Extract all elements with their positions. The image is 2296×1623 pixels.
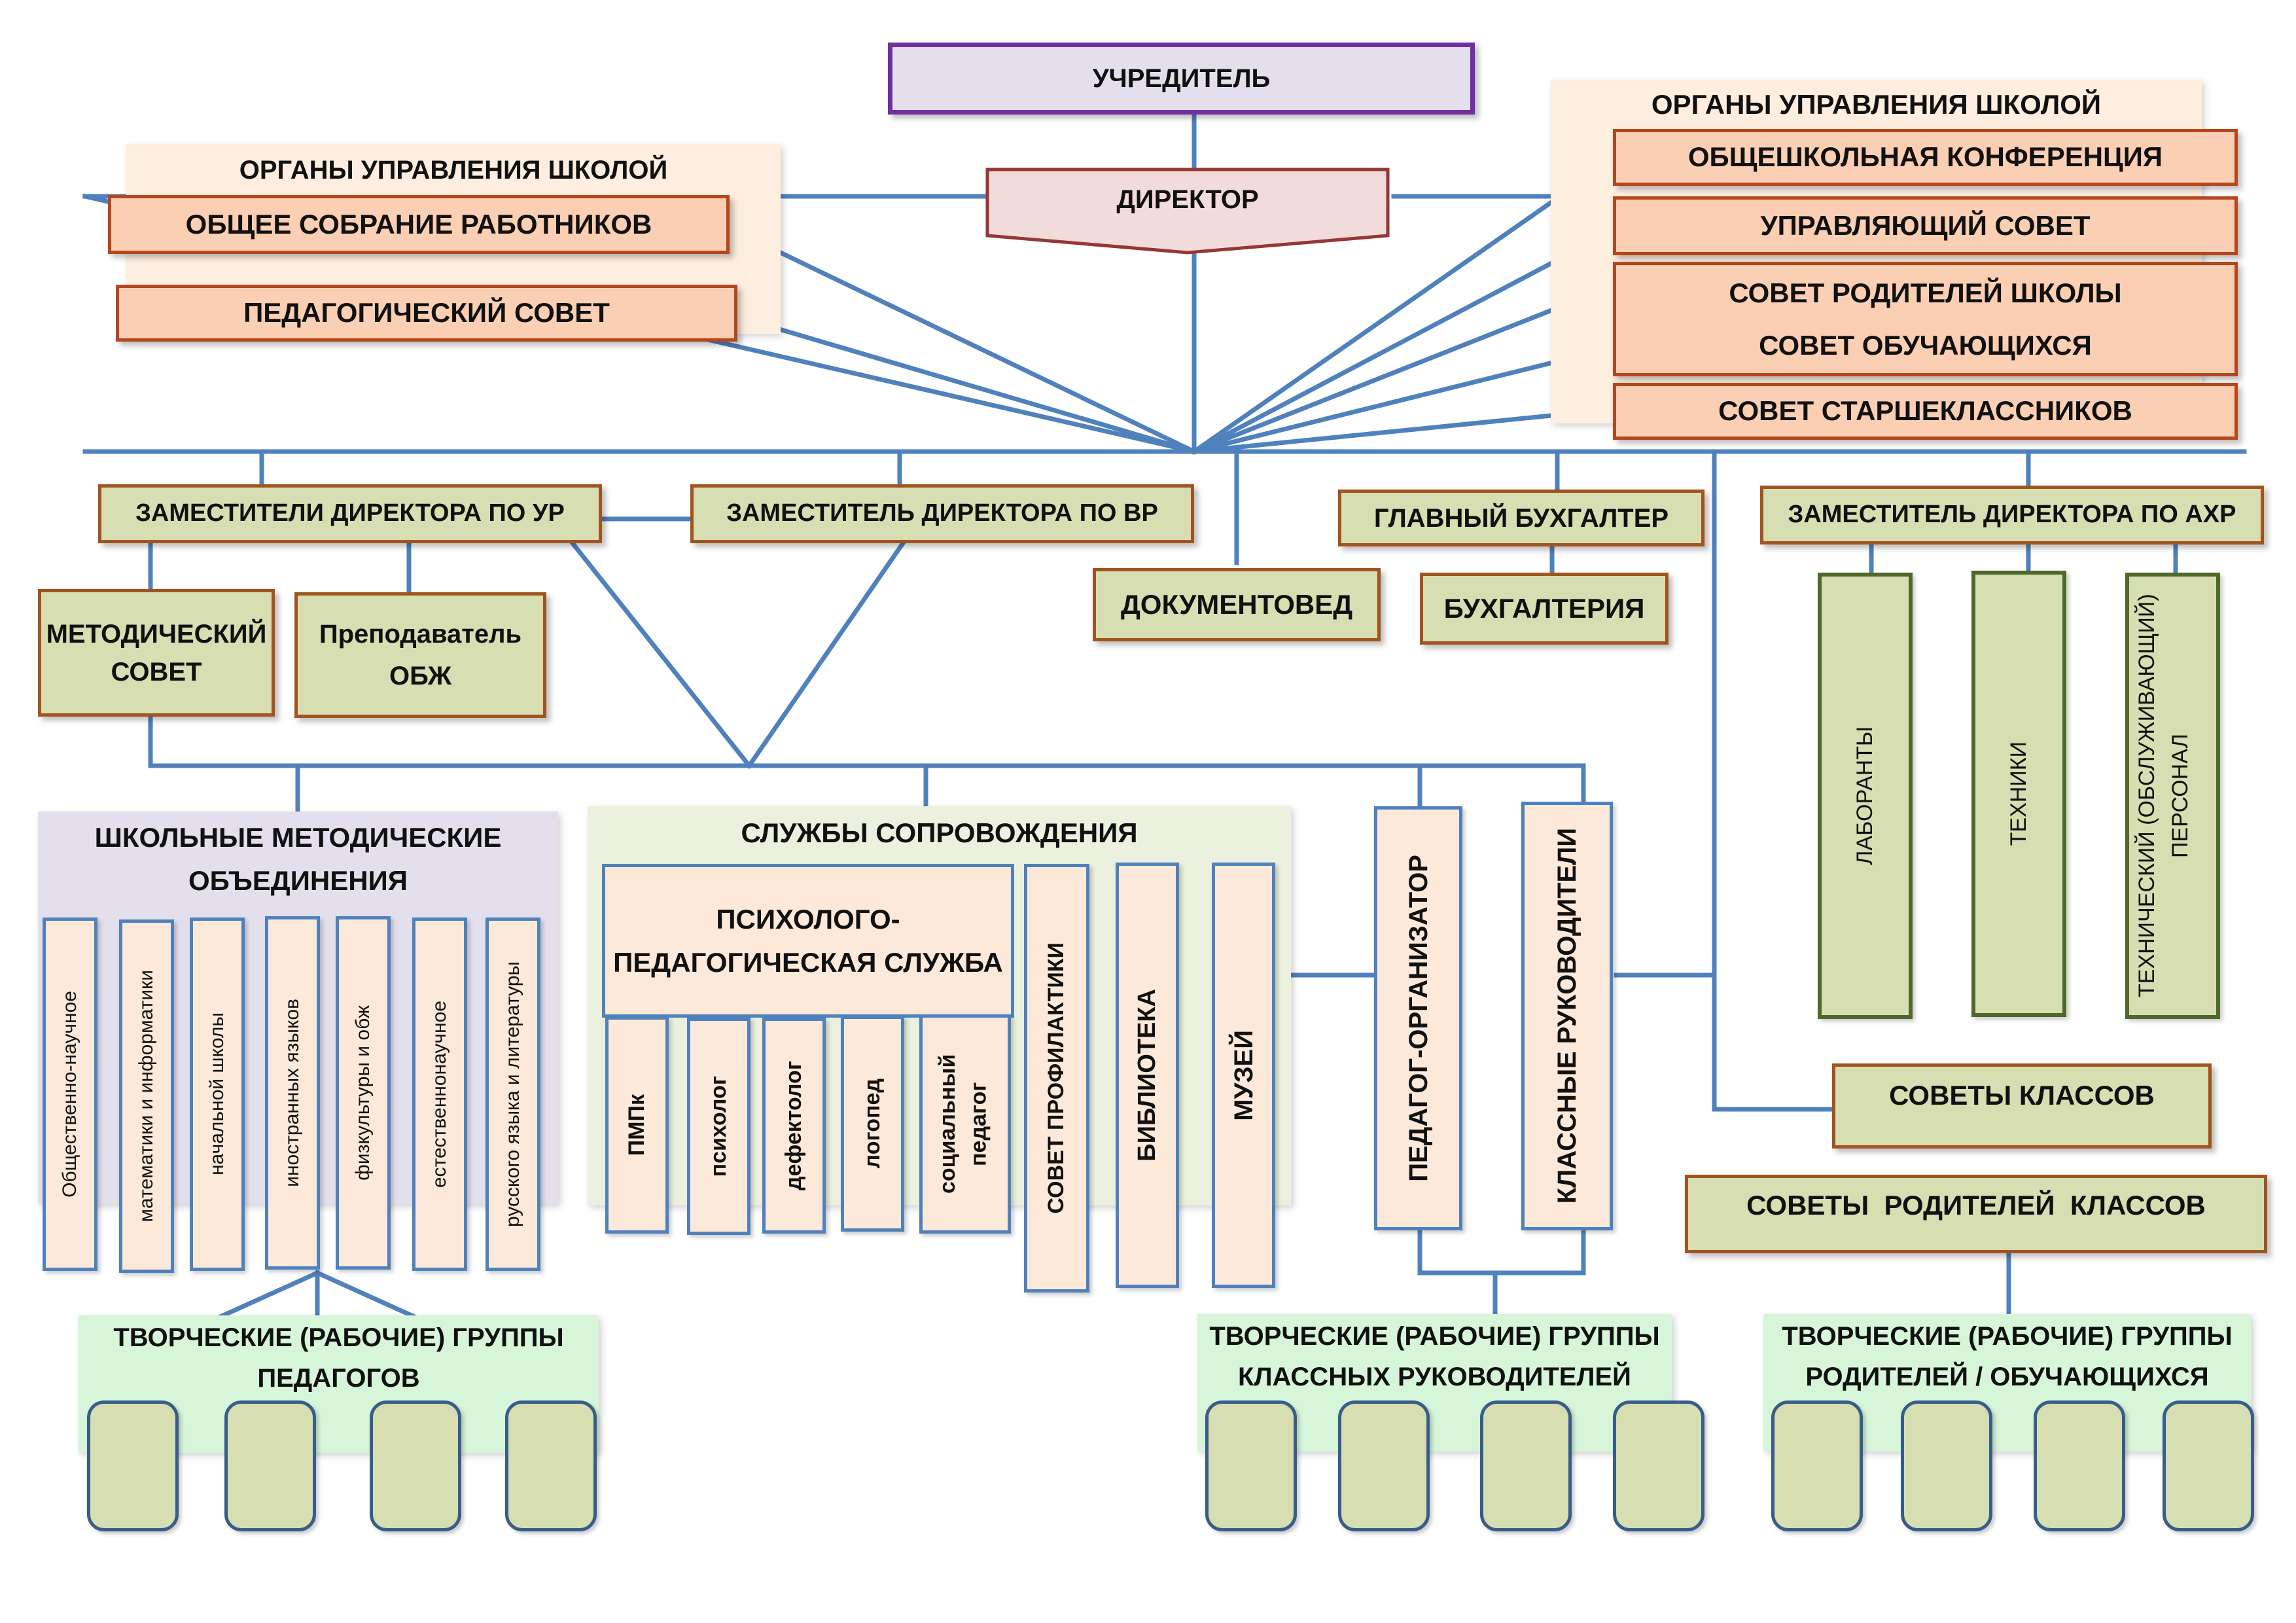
teacher-group-slot — [224, 1400, 316, 1531]
class-teachers-label: КЛАССНЫЕ РУКОВОДИТЕЛИ — [1553, 828, 1581, 1204]
governing-council-box: УПРАВЛЯЮЩИЙ СОВЕТ — [1613, 196, 2238, 255]
library-box: БИБЛИОТЕКА — [1116, 863, 1179, 1288]
mo-natural-science-label: естественнонаучное — [428, 1000, 450, 1188]
class-teacher-groups-line2: КЛАССНЫХ РУКОВОДИТЕЛЕЙ — [1238, 1362, 1631, 1391]
parent-student-groups-title: ТВОРЧЕСКИЕ (РАБОЧИЕ) ГРУППЫ РОДИТЕЛЕЙ / … — [1763, 1315, 2251, 1397]
parent-student-group-slot — [1771, 1400, 1863, 1531]
defectologist-box: дефектолог — [762, 1018, 826, 1234]
class-teacher-groups-title: ТВОРЧЕСКИЕ (РАБОЧИЕ) ГРУППЫ КЛАССНЫХ РУК… — [1197, 1315, 1672, 1397]
accounting-box: БУХГАЛТЕРИЯ — [1420, 573, 1669, 645]
lab-assistants-box: ЛАБОРАНТЫ — [1818, 573, 1913, 1019]
mo-russian-literature: русского языка и литературы — [486, 918, 540, 1271]
obzh-teacher-line2: ОБЖ — [389, 662, 452, 690]
teacher-group-slot — [370, 1400, 461, 1531]
psych-ped-service-line1: ПСИХОЛОГО- — [716, 904, 900, 935]
right-governance-title: ОРГАНЫ УПРАВЛЕНИЯ ШКОЛОЙ — [1651, 89, 2102, 120]
mo-pe-obzh-label: физкультуры и обж — [351, 1005, 374, 1181]
school-conference-box: ОБЩЕШКОЛЬНАЯ КОНФЕРЕНЦИЯ — [1613, 129, 2238, 186]
parent-student-group-slot — [1901, 1400, 1992, 1531]
prevention-council-box: СОВЕТ ПРОФИЛАКТИКИ — [1024, 864, 1089, 1293]
students-council-label: СОВЕТ ОБУЧАЮЩИХСЯ — [1759, 329, 2092, 361]
mo-foreign-languages-label: иностранных языков — [281, 999, 303, 1187]
methodical-council-line1: МЕТОДИЧЕСКИЙ — [46, 619, 267, 649]
pmpk-label: ПМПк — [624, 1094, 649, 1156]
museum-box: МУЗЕЙ — [1212, 863, 1275, 1288]
director-label: ДИРЕКТОР — [1116, 185, 1259, 214]
mo-natural-science: естественнонаучное — [412, 918, 467, 1271]
psych-ped-service-line2: ПЕДАГОГИЧЕСКАЯ СЛУЖБА — [613, 946, 1003, 978]
teacher-group-slot — [87, 1400, 179, 1531]
mo-primary-school: начальной школы — [190, 918, 245, 1271]
mo-math-informatics-label: математики и информатики — [135, 970, 157, 1222]
records-clerk-box: ДОКУМЕНТОВЕД — [1093, 568, 1381, 641]
deputy-vr-box: ЗАМЕСТИТЕЛЬ ДИРЕКТОРА ПО ВР — [690, 484, 1194, 543]
deputy-ur-box: ЗАМЕСТИТЕЛИ ДИРЕКТОРА ПО УР — [98, 484, 602, 543]
mo-social-science-label: Общественно-научное — [58, 991, 80, 1198]
mo-pe-obzh: физкультуры и обж — [336, 916, 391, 1270]
school-parents-council-label: СОВЕТ РОДИТЕЛЕЙ ШКОЛЫ — [1729, 277, 2122, 308]
class-teachers-box: КЛАССНЫЕ РУКОВОДИТЕЛИ — [1521, 802, 1613, 1230]
class-teacher-group-slot — [1613, 1400, 1704, 1531]
defectologist-label: дефектолог — [781, 1061, 806, 1190]
social-pedagogue-label: социальный педагог — [935, 1054, 991, 1194]
psych-ped-service-box: ПСИХОЛОГО- ПЕДАГОГИЧЕСКАЯ СЛУЖБА — [602, 864, 1014, 1018]
speech-therapist-box: логопед — [841, 1016, 904, 1232]
methodical-associations-title: ШКОЛЬНЫЕ МЕТОДИЧЕСКИЕ ОБЪЕДИНЕНИЯ — [38, 818, 558, 900]
technicians-box: ТЕХНИКИ — [1971, 571, 2066, 1017]
parent-student-groups-line1: ТВОРЧЕСКИЕ (РАБОЧИЕ) ГРУППЫ — [1782, 1321, 2233, 1351]
pedagogue-organizer-label: ПЕДАГОГ-ОРГАНИЗАТОР — [1404, 855, 1433, 1182]
pedagogue-organizer-box: ПЕДАГОГ-ОРГАНИЗАТОР — [1374, 806, 1462, 1230]
parent-student-groups-line2: РОДИТЕЛЕЙ / ОБУЧАЮЩИХСЯ — [1805, 1362, 2209, 1391]
class-teacher-groups-line1: ТВОРЧЕСКИЕ (РАБОЧИЕ) ГРУППЫ — [1209, 1321, 1660, 1351]
teacher-group-slot — [505, 1400, 597, 1531]
chief-accountant-box: ГЛАВНЫЙ БУХГАЛТЕР — [1338, 490, 1704, 546]
class-teacher-group-slot — [1338, 1400, 1430, 1531]
mo-math-informatics: математики и информатики — [119, 919, 174, 1273]
pmpk-box: ПМПк — [605, 1016, 669, 1234]
mo-foreign-languages: иностранных языков — [265, 916, 320, 1270]
methodical-associations-line1: ШКОЛЬНЫЕ МЕТОДИЧЕСКИЕ — [94, 822, 502, 853]
methodical-council-line2: СОВЕТ — [111, 657, 202, 687]
teacher-groups-line2: ПЕДАГОГОВ — [257, 1363, 420, 1393]
obzh-teacher-box: Преподаватель ОБЖ — [294, 592, 546, 718]
obzh-teacher-line1: Преподаватель — [319, 620, 522, 649]
class-teacher-group-slot — [1205, 1400, 1297, 1531]
lab-assistants-label: ЛАБОРАНТЫ — [1852, 726, 1877, 865]
mo-primary-school-label: начальной школы — [205, 1012, 228, 1176]
deputy-ahr-box: ЗАМЕСТИТЕЛЬ ДИРЕКТОРА ПО АХР — [1760, 486, 2264, 544]
prevention-council-label: СОВЕТ ПРОФИЛАКТИКИ — [1044, 942, 1069, 1214]
psychologist-box: психолог — [687, 1018, 751, 1235]
methodical-associations-line2: ОБЪЕДИНЕНИЯ — [188, 865, 408, 896]
psychologist-label: психолог — [705, 1075, 731, 1177]
methodical-council-box: МЕТОДИЧЕСКИЙ СОВЕТ — [38, 589, 275, 717]
mo-russian-literature-label: русского языка и литературы — [501, 961, 523, 1227]
class-councils-box: СОВЕТЫ КЛАССОВ — [1832, 1063, 2212, 1149]
founder-box: УЧРЕДИТЕЛЬ — [888, 43, 1475, 115]
class-teacher-group-slot — [1480, 1400, 1572, 1531]
parent-class-councils-box: СОВЕТЫ РОДИТЕЛЕЙ КЛАССОВ — [1685, 1175, 2267, 1253]
pedagogical-council-box: ПЕДАГОГИЧЕСКИЙ СОВЕТ — [116, 285, 737, 342]
teacher-groups-title: ТВОРЧЕСКИЕ (РАБОЧИЕ) ГРУППЫ ПЕДАГОГОВ — [79, 1317, 599, 1399]
general-staff-meeting-box: ОБЩЕЕ СОБРАНИЕ РАБОТНИКОВ — [108, 195, 730, 254]
social-pedagogue-box: социальный педагог — [919, 1014, 1011, 1234]
service-staff-label: ТЕХНИЧЕСКИЙ (ОБСЛУЖИВАЮЩИЙ) ПЕРСОНАЛ — [2134, 594, 2193, 998]
mo-social-science: Общественно-научное — [43, 918, 97, 1271]
technicians-label: ТЕХНИКИ — [2005, 741, 2031, 846]
museum-label: МУЗЕЙ — [1229, 1029, 1258, 1121]
library-label: БИБЛИОТЕКА — [1133, 989, 1161, 1162]
speech-therapist-label: логопед — [859, 1079, 885, 1169]
director-shape — [985, 168, 1390, 255]
left-governance-title: ОРГАНЫ УПРАВЛЕНИЯ ШКОЛОЙ — [239, 156, 668, 185]
service-staff-box: ТЕХНИЧЕСКИЙ (ОБСЛУЖИВАЮЩИЙ) ПЕРСОНАЛ — [2125, 573, 2220, 1019]
teacher-groups-line1: ТВОРЧЕСКИЕ (РАБОЧИЕ) ГРУППЫ — [113, 1323, 564, 1352]
senior-students-council-box: СОВЕТ СТАРШЕКЛАССНИКОВ — [1613, 383, 2238, 440]
parent-student-group-slot — [2163, 1400, 2254, 1531]
parent-student-group-slot — [2034, 1400, 2125, 1531]
parents-students-council-box: СОВЕТ РОДИТЕЛЕЙ ШКОЛЫ СОВЕТ ОБУЧАЮЩИХСЯ — [1613, 262, 2238, 376]
support-services-title: СЛУЖБЫ СОПРОВОЖДЕНИЯ — [741, 817, 1138, 848]
